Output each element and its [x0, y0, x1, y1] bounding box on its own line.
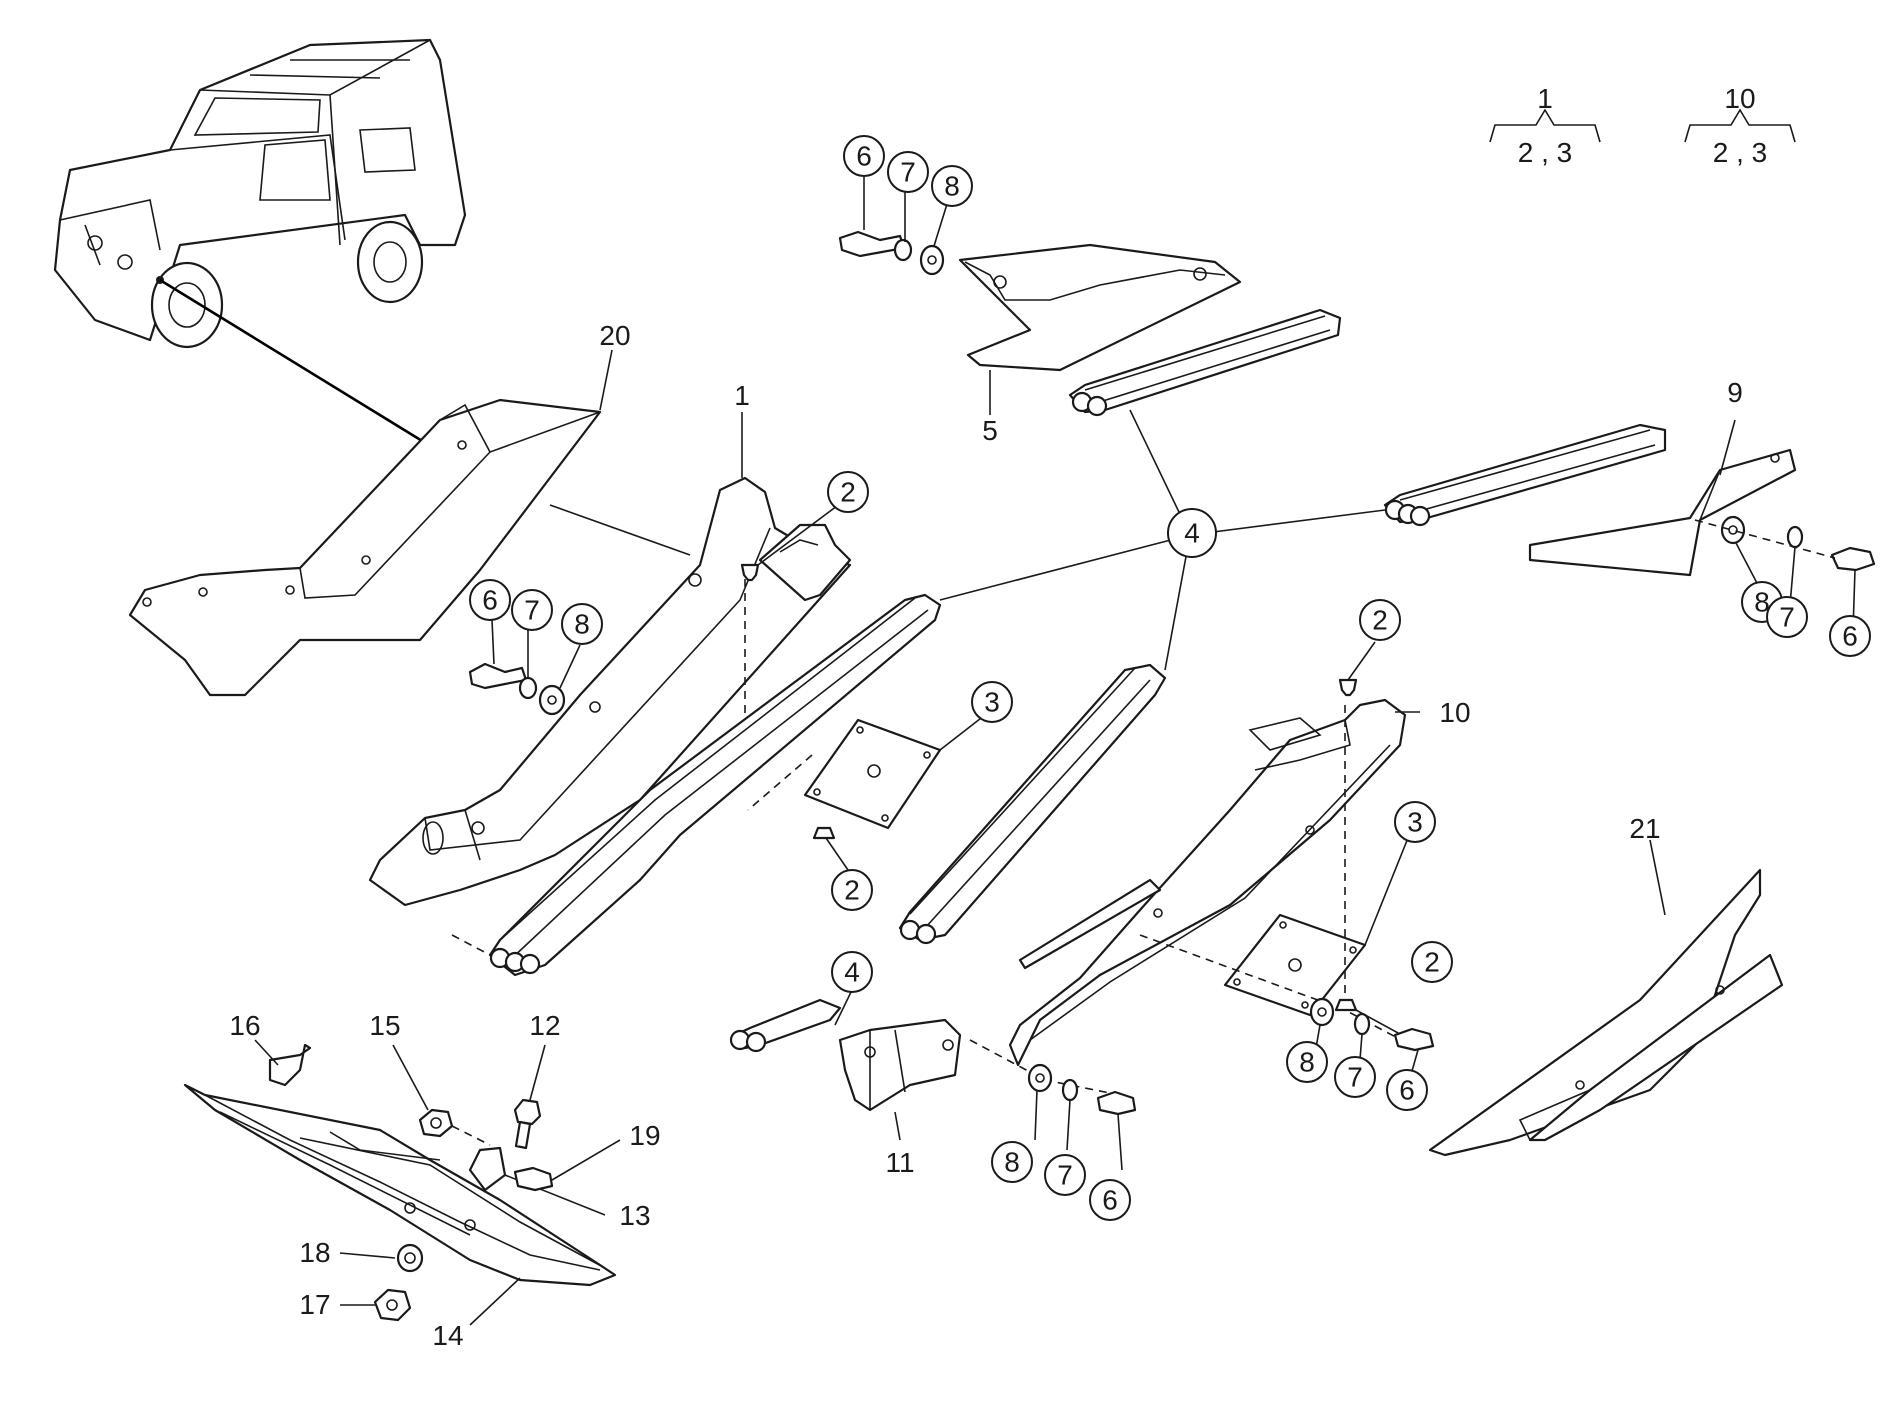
part-4-rail-top: [1068, 308, 1342, 417]
location-pointer-line: [159, 278, 446, 457]
part-19-bolt: [513, 1166, 554, 1192]
legend-a-parent: 1: [1537, 83, 1553, 114]
callout-7-bottom-center: 7: [1044, 1154, 1086, 1196]
svg-text:3: 3: [1407, 807, 1423, 838]
callout-8-left: 8: [561, 603, 603, 645]
label-18: 18: [299, 1237, 330, 1268]
svg-text:6: 6: [1102, 1185, 1118, 1216]
svg-text:2: 2: [1424, 947, 1440, 978]
callout-4-small: 4: [831, 951, 873, 993]
callout-8-bottom-center: 8: [991, 1141, 1033, 1183]
svg-text:7: 7: [1347, 1062, 1363, 1093]
svg-text:8: 8: [1004, 1147, 1020, 1178]
clip-2-right-lower: [1334, 998, 1358, 1012]
label-10: 10: [1439, 697, 1470, 728]
label-5: 5: [982, 415, 998, 446]
fastener-set-right: [1694, 515, 1876, 572]
fastener-set-bottom-right: [1309, 997, 1435, 1052]
part-4-rail-center: [898, 663, 1167, 945]
label-12: 12: [529, 1010, 560, 1041]
callout-8-top: 8: [931, 165, 973, 207]
label-13: 13: [619, 1200, 650, 1231]
label-20: 20: [599, 320, 630, 351]
legend-a-children: 2 , 3: [1518, 137, 1572, 168]
callout-2-right-lower: 2: [1411, 941, 1453, 983]
vehicle-illustration: [53, 38, 467, 349]
label-17: 17: [299, 1289, 330, 1320]
callout-6-top: 6: [843, 135, 885, 177]
part-4-rail-small: [729, 998, 842, 1053]
svg-text:3: 3: [984, 687, 1000, 718]
part-21-panel: [1428, 868, 1784, 1157]
svg-text:8: 8: [1299, 1047, 1315, 1078]
callout-2-left-upper: 2: [827, 471, 869, 513]
part-17-nut: [373, 1288, 412, 1322]
fastener-set-bottom-center: [1027, 1063, 1137, 1116]
part-11-bracket: [838, 1018, 962, 1112]
part-13-bracket: [468, 1146, 507, 1192]
part-3-plate-left: [803, 718, 942, 830]
callout-2-right-upper: 2: [1359, 599, 1401, 641]
label-19: 19: [629, 1120, 660, 1151]
svg-text:8: 8: [1754, 587, 1770, 618]
svg-text:2: 2: [844, 875, 860, 906]
svg-text:6: 6: [1399, 1075, 1415, 1106]
svg-text:4: 4: [844, 957, 860, 988]
svg-text:6: 6: [1842, 621, 1858, 652]
callout-6-bottom-center: 6: [1089, 1179, 1131, 1221]
part-10-sill: [1008, 698, 1407, 1067]
label-9: 9: [1727, 377, 1743, 408]
svg-text:2: 2: [840, 477, 856, 508]
svg-text:7: 7: [1779, 602, 1795, 633]
label-14: 14: [432, 1320, 463, 1351]
part-5-bracket: [958, 243, 1242, 372]
callout-8-bottom-right: 8: [1286, 1041, 1328, 1083]
svg-text:2: 2: [1372, 605, 1388, 636]
label-21: 21: [1629, 813, 1660, 844]
label-11: 11: [885, 1147, 914, 1178]
part-4-rail-left: [488, 593, 942, 977]
svg-text:8: 8: [944, 171, 960, 202]
part-4-rail-right: [1383, 423, 1667, 527]
svg-text:6: 6: [856, 141, 872, 172]
svg-text:6: 6: [482, 585, 498, 616]
callout-6-bottom-right: 6: [1386, 1069, 1428, 1111]
part-14-skid-plate: [183, 1083, 617, 1287]
clip-2-left-lower: [812, 826, 836, 840]
callout-7-left: 7: [511, 589, 553, 631]
label-16: 16: [229, 1010, 260, 1041]
callout-3-left: 3: [971, 681, 1013, 723]
svg-text:8: 8: [574, 609, 590, 640]
svg-text:4: 4: [1184, 518, 1200, 549]
legend-b-children: 2 , 3: [1713, 137, 1767, 168]
label-15: 15: [369, 1010, 400, 1041]
part-12-bolt: [513, 1098, 542, 1150]
legend-group-b: 10 2 , 3: [1684, 83, 1796, 168]
clip-2-right-upper: [1338, 678, 1358, 697]
fastener-set-top: [838, 230, 945, 276]
legend-group-a: 1 2 , 3: [1489, 83, 1601, 168]
svg-text:7: 7: [900, 157, 916, 188]
callout-6-left: 6: [469, 579, 511, 621]
part-15-nut: [418, 1108, 454, 1138]
part-18-washer: [396, 1243, 424, 1273]
callout-3-right: 3: [1394, 801, 1436, 843]
label-1: 1: [734, 380, 750, 411]
svg-text:7: 7: [1057, 1160, 1073, 1191]
part-9-bracket: [1528, 448, 1797, 577]
fastener-set-left: [468, 662, 566, 716]
callout-7-top: 7: [887, 151, 929, 193]
callout-6-right: 6: [1829, 615, 1871, 657]
callout-4-main: 4: [1167, 508, 1217, 558]
svg-text:7: 7: [524, 595, 540, 626]
callout-2-left-lower: 2: [831, 869, 873, 911]
callout-7-bottom-right: 7: [1334, 1056, 1376, 1098]
part-16-tab: [268, 1043, 312, 1087]
part-20-panel: [128, 398, 602, 697]
callout-7-right: 7: [1766, 596, 1808, 638]
